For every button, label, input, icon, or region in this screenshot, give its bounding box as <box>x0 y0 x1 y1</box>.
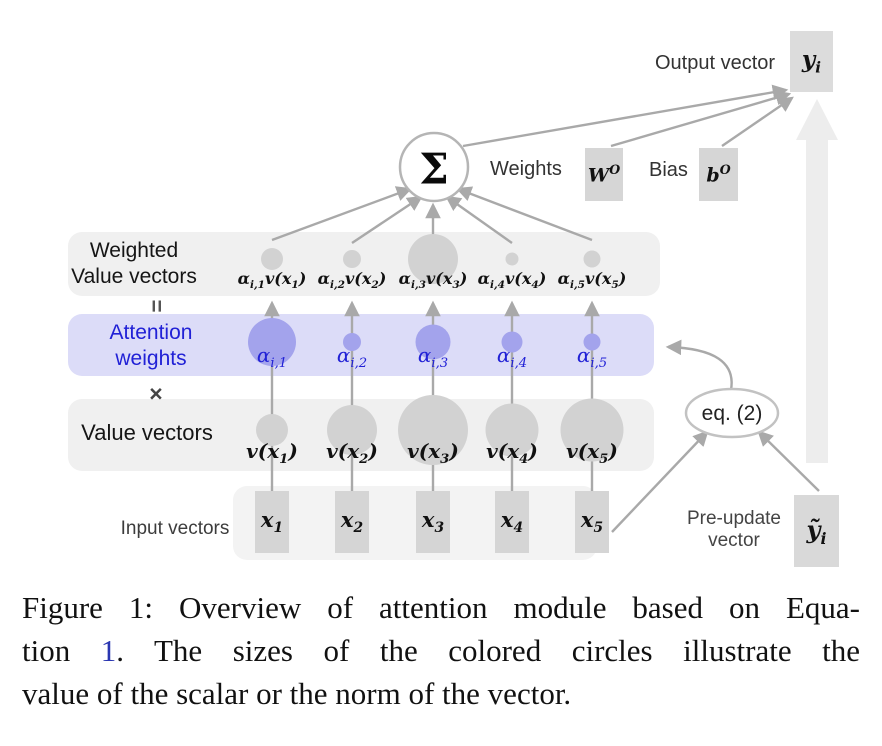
input-row-label: Input vectors <box>120 518 230 539</box>
input-vector-box: x5 <box>575 491 609 553</box>
output-vector-box: yi <box>790 31 833 92</box>
attention-weight-label: αi,1 <box>256 343 288 371</box>
weighted-row-label: Weighted Value vectors <box>71 239 197 288</box>
weighted-value-circle <box>261 248 283 270</box>
input-vector-box: x2 <box>335 491 369 553</box>
weighted-value-circle <box>583 250 601 268</box>
value-vector-label: v(x2) <box>326 439 378 467</box>
attention-weight-label: αi,2 <box>336 343 368 371</box>
weights-box: WO <box>585 148 623 201</box>
output-vector-symbol: yi <box>801 46 822 77</box>
equation-1-link[interactable]: 1 <box>100 633 117 668</box>
input-vector-box: x1 <box>255 491 289 553</box>
attention-weight-label: αi,5 <box>576 343 608 371</box>
input-vector-label: x4 <box>500 507 524 537</box>
value-vector-label: v(x3) <box>407 439 459 467</box>
attention-weight-label: αi,4 <box>496 343 528 371</box>
weights-symbol: WO <box>587 162 621 187</box>
input-vector-label: x3 <box>421 507 445 537</box>
weighted-value-circle <box>505 252 519 266</box>
weighted-value-label: αi,3v(x3) <box>398 268 468 292</box>
value-vector-label: v(x1) <box>246 439 298 467</box>
caption-line-1: Figure 1: Overview of attention module b… <box>22 590 860 625</box>
eq2-label: eq. (2) <box>701 402 763 425</box>
attention-row-label: Attention weights <box>109 321 193 370</box>
weighted-value-label: αi,1v(x1) <box>237 268 307 292</box>
input-vector-label: x5 <box>580 507 604 537</box>
sum-symbol: Σ <box>419 144 449 194</box>
input-vector-label: x1 <box>260 507 284 537</box>
input-vector-box: x4 <box>495 491 529 553</box>
input-vector-label: x2 <box>340 507 364 537</box>
pre-update-vector-symbol: ỹi <box>806 514 827 548</box>
equals-symbol: = <box>144 299 169 313</box>
caption-line-3: value of the scalar or the norm of the v… <box>22 676 572 711</box>
attention-weight-label: αi,3 <box>417 343 449 371</box>
caption-line-2: tion 1. The sizes of the colored circles… <box>22 633 861 668</box>
multiply-symbol: × <box>149 380 163 407</box>
bias-label: Bias <box>649 159 688 181</box>
weighted-value-circle <box>343 250 361 268</box>
weights-label: Weights <box>490 158 562 180</box>
weighted-value-label: αi,4v(x4) <box>477 268 547 292</box>
bias-box: bO <box>699 148 738 201</box>
pre-update-vector-label: Pre-update vector <box>686 508 782 551</box>
pre-update-vector-box: ỹi <box>794 495 839 567</box>
output-vector-label: Output vector <box>655 52 776 74</box>
weighted-value-label: αi,2v(x2) <box>317 268 387 292</box>
attention-weights-row <box>68 314 654 376</box>
value-row-label: Value vectors <box>81 420 213 445</box>
value-vector-label: v(x4) <box>486 439 538 467</box>
bias-symbol: bO <box>706 162 731 187</box>
weighted-value-label: αi,5v(x5) <box>557 268 627 292</box>
value-vector-label: v(x5) <box>566 439 618 467</box>
figure-caption: Figure 1: Overview of attention module b… <box>22 586 860 715</box>
input-vectors-row <box>233 486 597 560</box>
upward-flow-arrow <box>796 99 838 463</box>
input-vector-box: x3 <box>416 491 450 553</box>
